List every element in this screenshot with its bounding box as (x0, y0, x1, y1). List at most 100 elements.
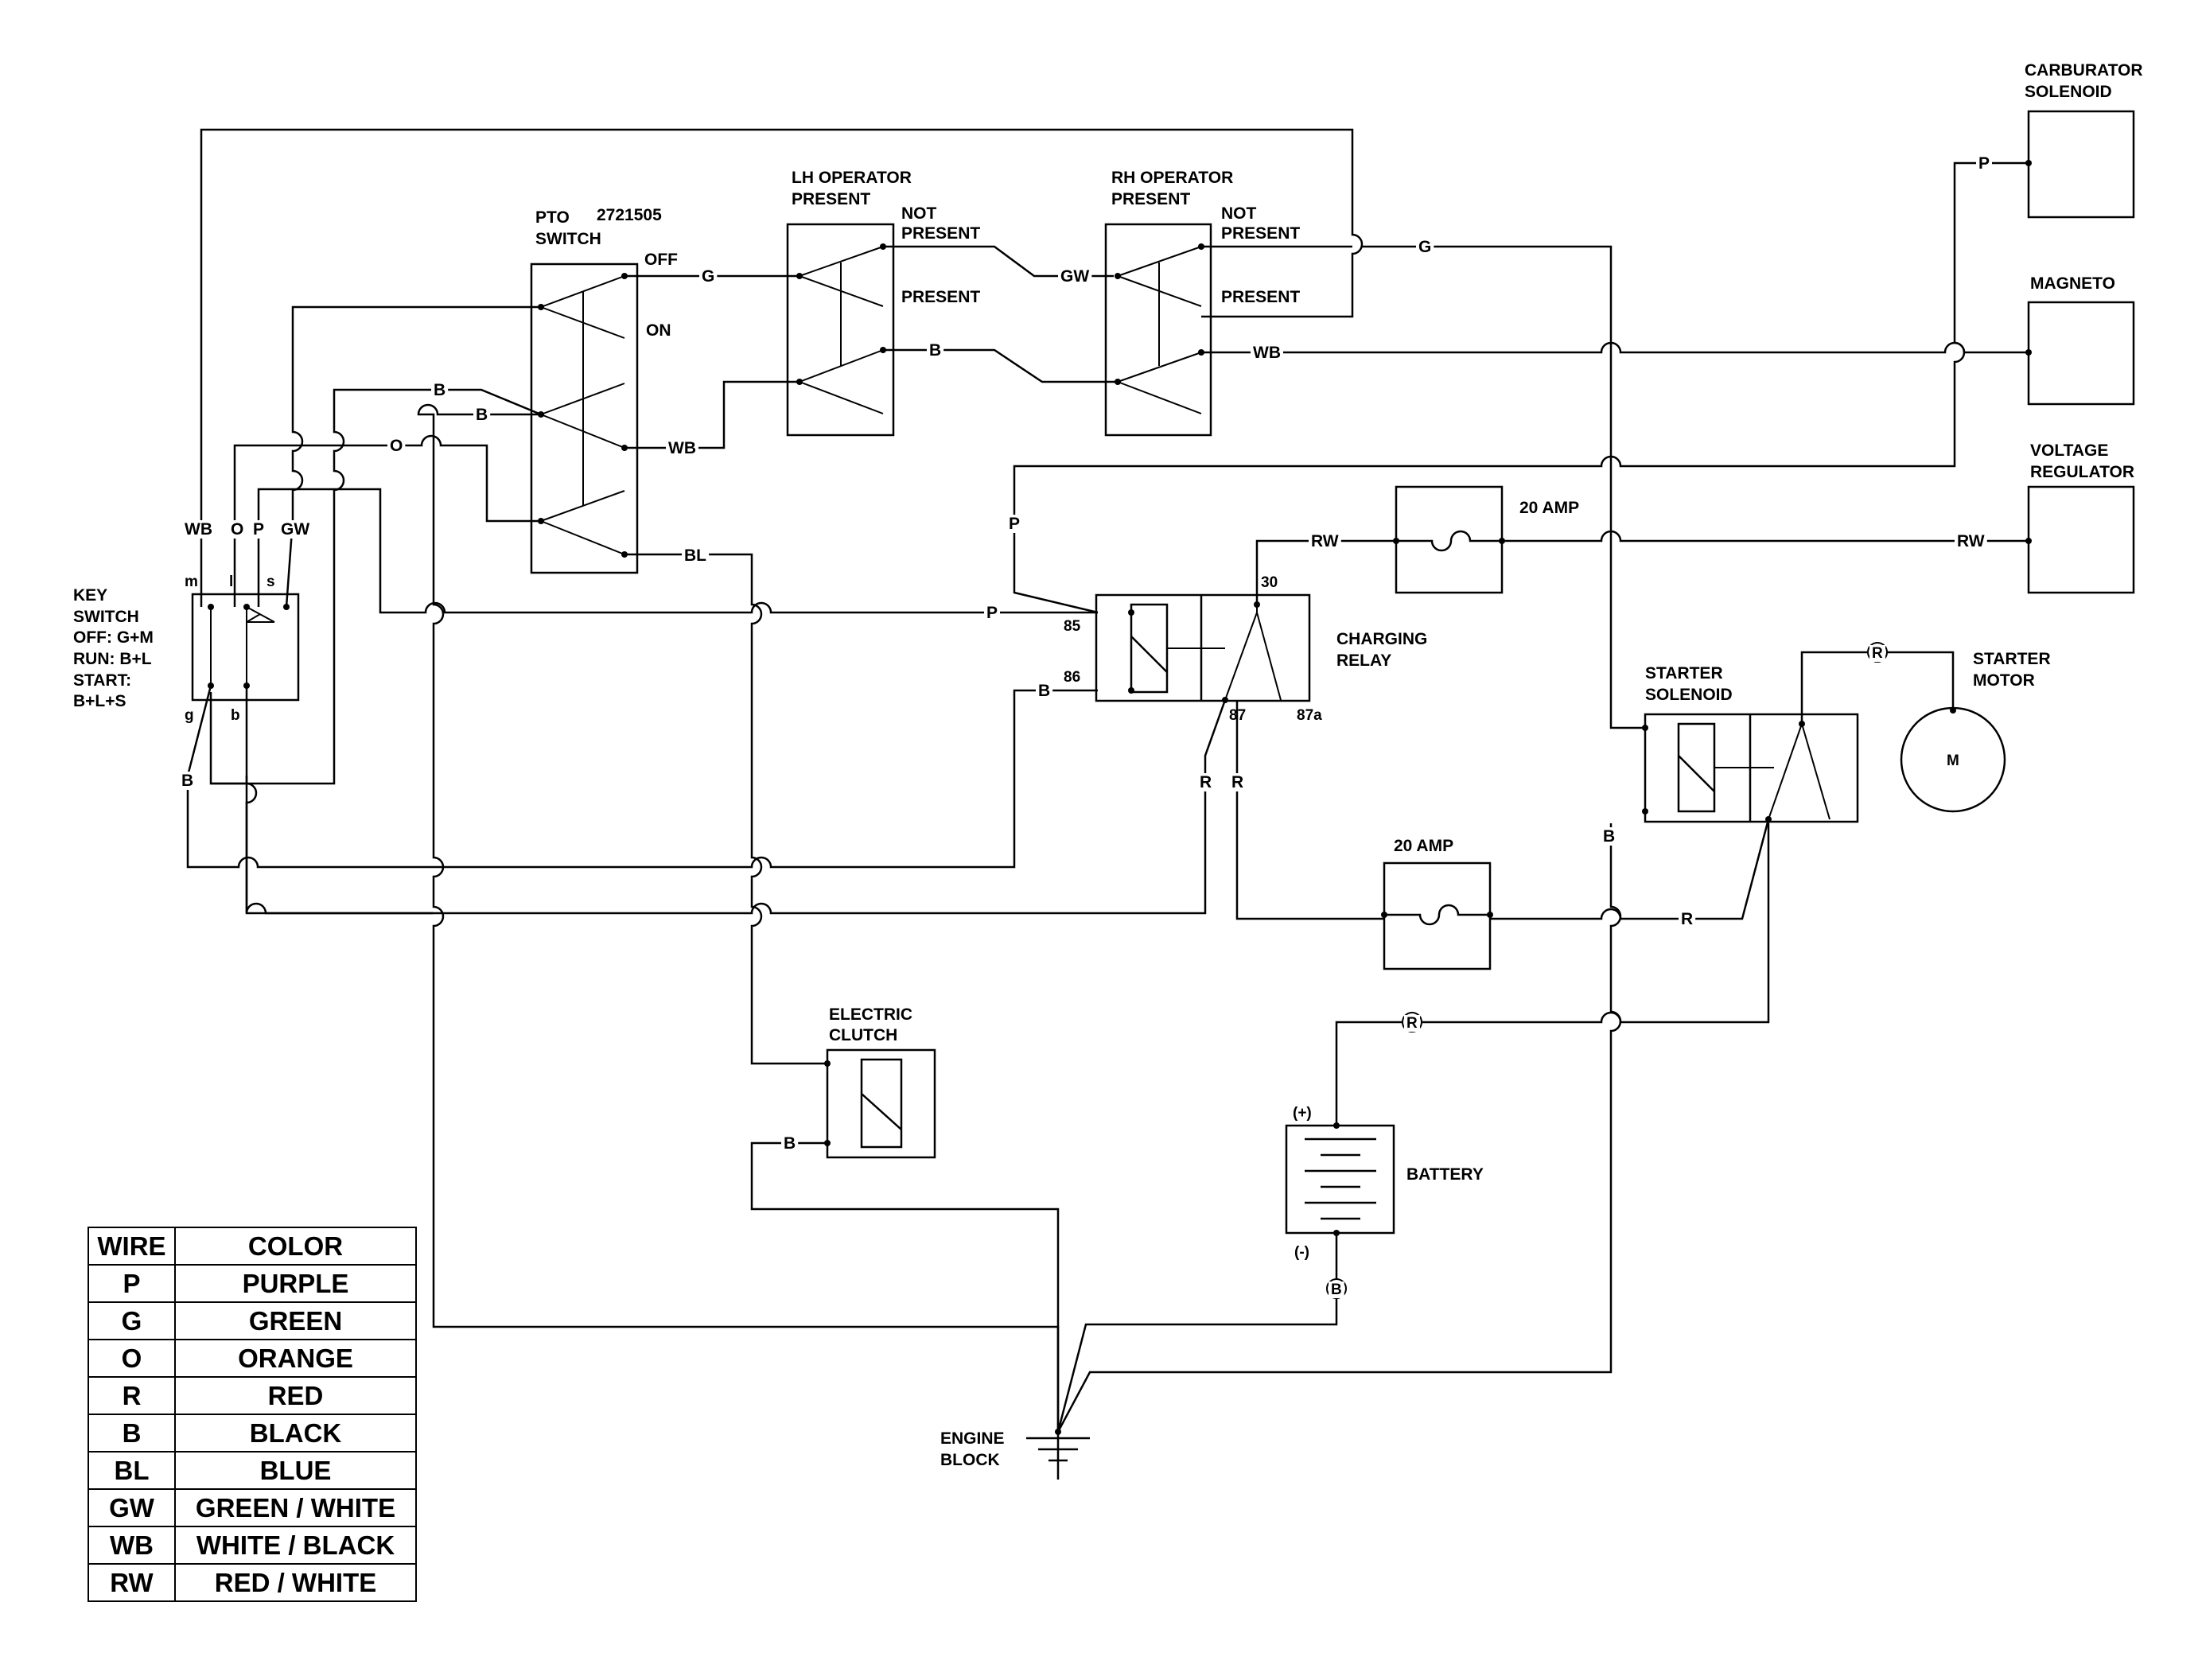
charging-relay-coil-diag (1130, 636, 1168, 673)
wl-gw-key: GW (281, 520, 309, 539)
rh-title-2: PRESENT (1111, 190, 1190, 208)
wire-labels: WB O P GW B B O G WB BL GW B G WB P RW R… (179, 154, 1993, 1298)
wire-r-relay (1235, 700, 1770, 920)
junction-dots (208, 160, 2032, 1435)
wl-b-circle-batt: B (1331, 1281, 1342, 1298)
wire-key-b-red (245, 699, 1227, 915)
starter-solenoid-coil-diag (1678, 755, 1715, 792)
starter-solenoid-coil (1677, 722, 1716, 813)
legend-wire: RW (88, 1563, 176, 1602)
legend-wire: GW (88, 1488, 176, 1527)
magneto-box (2027, 301, 2135, 406)
legend-color: ORANGE (174, 1339, 417, 1378)
legend-wire: G (88, 1301, 176, 1340)
key-term-b: b (231, 707, 240, 724)
wl-gw-lh: GW (1060, 267, 1089, 286)
battery-minus: (-) (1294, 1244, 1309, 1261)
labels: CARBURATOR SOLENOID MAGNETO VOLTAGE REGU… (73, 61, 2143, 1469)
wl-b-pto2: B (476, 406, 488, 424)
charging-relay-title-2: RELAY (1336, 651, 1391, 670)
wl-wb-pto: WB (668, 439, 696, 457)
wl-rw-relay: RW (1311, 532, 1339, 550)
wire-b-batt (1056, 1233, 1338, 1433)
wire-wb-pto (624, 380, 799, 449)
key-switch-box (191, 593, 300, 702)
wire-bl (624, 553, 827, 1065)
fuse-top-symbol (1396, 530, 1502, 552)
legend-wire: B (88, 1414, 176, 1452)
pin-85: 85 (1064, 618, 1081, 635)
key-title-2: SWITCH (73, 608, 139, 626)
starter-solenoid-box (1644, 713, 1859, 823)
wire-b-lh (883, 348, 1118, 383)
battery-plates (1305, 1138, 1376, 1220)
rh-present: PRESENT (1221, 288, 1300, 306)
wl-p-relay-h: P (986, 604, 998, 622)
starter-motor-title-1: STARTER (1973, 650, 2051, 668)
key-title-6: B+L+S (73, 692, 126, 710)
wire-key-g (186, 685, 1098, 869)
legend-wire: R (88, 1376, 176, 1415)
wl-r-circle-motor: R (1872, 645, 1883, 662)
fuse-bottom-box (1383, 861, 1492, 970)
legend-color: WHITE / BLACK (174, 1526, 417, 1565)
wire-pto-top-common (291, 305, 541, 509)
electric-clutch-title-1: ELECTRIC (829, 1005, 912, 1024)
pto-title-1: PTO (535, 208, 570, 227)
wl-p-relay-v: P (1009, 515, 1020, 533)
rh-not-present-2: PRESENT (1221, 224, 1300, 243)
electric-clutch-coil (860, 1058, 903, 1149)
wl-g-rh: G (1418, 238, 1431, 256)
switch-contacts (210, 246, 1830, 820)
legend-color: GREEN (174, 1301, 417, 1340)
wl-bl-pto: BL (684, 546, 706, 565)
wire-p-key (257, 488, 1098, 614)
wl-p-carb: P (1978, 154, 1990, 173)
wl-b-lh: B (929, 341, 941, 360)
key-title-5: START: (73, 671, 131, 690)
legend-wire: O (88, 1339, 176, 1378)
wire-r-batt (1335, 819, 1770, 1126)
wire-wb-top-loop (200, 128, 1364, 607)
charging-relay-coil (1130, 603, 1169, 694)
pin-87: 87 (1229, 707, 1246, 724)
rh-title-1: RH OPERATOR (1111, 169, 1233, 187)
starter-motor-symbol: M (1947, 752, 1959, 769)
wire-b-pto2 (417, 403, 1060, 1480)
wl-r-relay1: R (1200, 773, 1212, 791)
starter-solenoid-title-2: SOLENOID (1645, 686, 1733, 704)
wire-b-pto1 (209, 388, 542, 785)
lh-operator-box (786, 223, 895, 437)
key-term-g: g (185, 707, 194, 724)
carb-title-2: SOLENOID (2025, 83, 2112, 101)
vreg-title-1: VOLTAGE (2030, 441, 2108, 460)
pto-switch-box (530, 262, 639, 574)
legend-color: GREEN / WHITE (174, 1488, 417, 1527)
fuse-bottom-label: 20 AMP (1394, 837, 1453, 855)
legend-color: RED / WHITE (174, 1563, 417, 1602)
legend-wire: P (88, 1264, 176, 1303)
wl-p-key: P (253, 520, 264, 539)
wl-b-pto1: B (434, 381, 445, 399)
rh-operator-box (1104, 223, 1212, 437)
legend-header-color: COLOR (174, 1227, 417, 1266)
fuse-top-box (1395, 485, 1504, 594)
engine-block-title-2: BLOCK (940, 1451, 1000, 1469)
voltage-regulator-box (2027, 485, 2135, 594)
legend-wire: BL (88, 1451, 176, 1490)
lh-title-1: LH OPERATOR (792, 169, 912, 187)
wl-b-relay: B (1038, 682, 1050, 700)
legend-color: PURPLE (174, 1264, 417, 1303)
lh-title-2: PRESENT (792, 190, 870, 208)
wl-rw-vreg: RW (1957, 532, 1985, 550)
circled-labels (1326, 642, 1888, 1299)
legend-color: BLUE (174, 1451, 417, 1490)
wire-b-sol (1056, 823, 1622, 1433)
battery-box (1285, 1124, 1395, 1235)
